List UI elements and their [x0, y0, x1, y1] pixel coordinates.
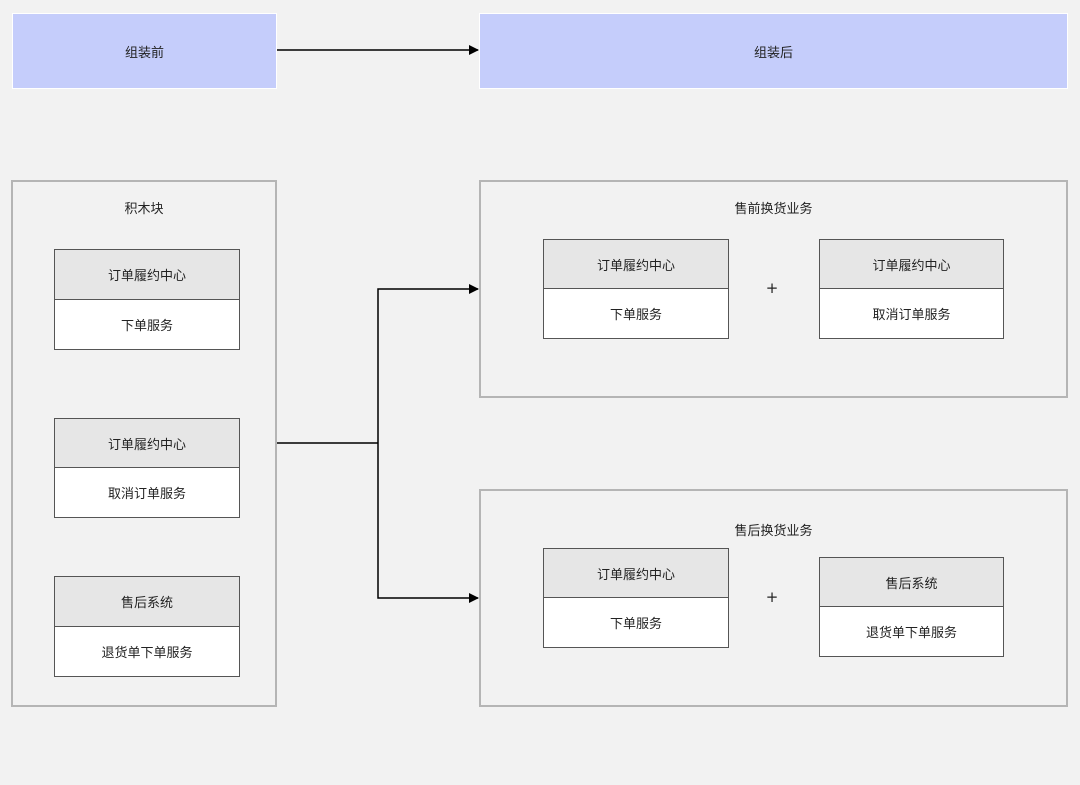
card-head: 订单履约中心 [544, 549, 728, 598]
after-assembly-box: 组装后 [479, 13, 1068, 89]
block-card-order-cancel: 订单履约中心 取消订单服务 [54, 418, 240, 518]
presale-card-order-cancel: 订单履约中心 取消订单服务 [819, 239, 1004, 339]
card-head: 售后系统 [55, 577, 239, 627]
before-assembly-box: 组装前 [12, 13, 277, 89]
aftersale-card-order-create: 订单履约中心 下单服务 [543, 548, 729, 648]
card-body: 下单服务 [544, 289, 728, 338]
card-body: 下单服务 [55, 299, 239, 349]
card-head: 订单履约中心 [820, 240, 1003, 289]
aftersale-exchange-title: 售后换货业务 [734, 524, 813, 539]
block-card-order-create: 订单履约中心 下单服务 [54, 249, 240, 350]
card-body: 退货单下单服务 [820, 607, 1003, 656]
block-card-return-order: 售后系统 退货单下单服务 [54, 576, 240, 677]
presale-plus-sign: + [765, 279, 779, 297]
card-body: 取消订单服务 [55, 468, 239, 517]
card-body: 下单服务 [544, 598, 728, 647]
card-body: 取消订单服务 [820, 289, 1003, 338]
building-blocks-title: 积木块 [124, 202, 164, 217]
arrow-to-aftersale [377, 443, 479, 603]
card-head: 订单履约中心 [544, 240, 728, 289]
card-head: 订单履约中心 [55, 419, 239, 468]
card-head: 订单履约中心 [55, 250, 239, 300]
card-body: 退货单下单服务 [55, 626, 239, 676]
before-assembly-label: 组装前 [124, 45, 164, 61]
presale-exchange-title: 售前换货业务 [734, 202, 813, 217]
arrow-to-presale [377, 284, 479, 443]
card-head: 售后系统 [820, 558, 1003, 607]
aftersale-plus-sign: + [765, 588, 779, 606]
after-assembly-label: 组装后 [753, 45, 793, 61]
presale-card-order-create: 订单履约中心 下单服务 [543, 239, 729, 339]
aftersale-card-return-order: 售后系统 退货单下单服务 [819, 557, 1004, 657]
